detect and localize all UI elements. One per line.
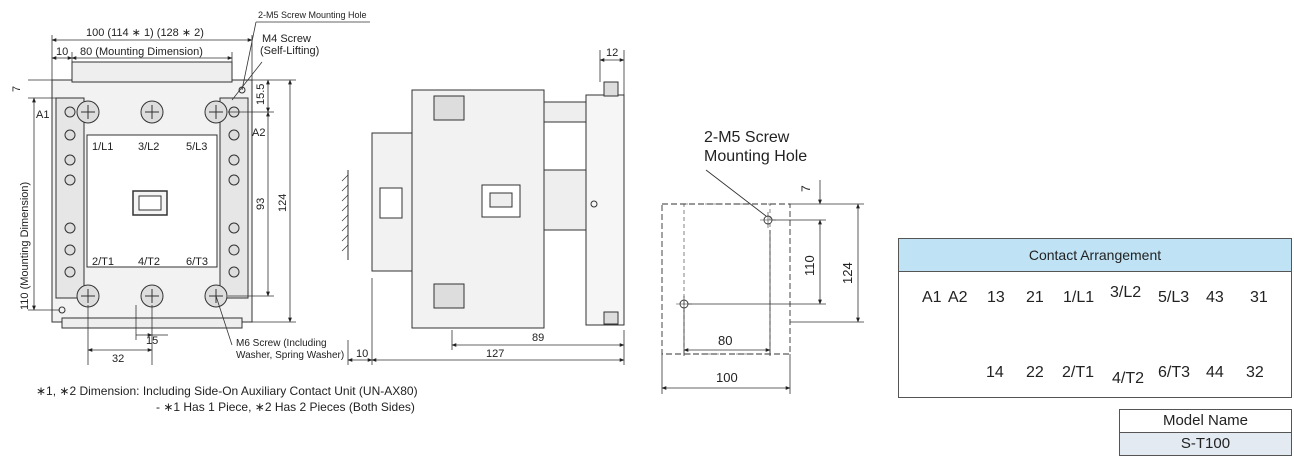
footnote-line1: ∗1, ∗2 Dimension: Including Side-On Auxi… [36, 384, 418, 398]
terminal-top-3: 5/L3 [186, 141, 207, 153]
dim-12: 12 [606, 47, 618, 59]
model-name-label: Model Name [1120, 410, 1291, 433]
contact-bottom-7: 32 [1246, 364, 1264, 381]
side-view-dimensions [347, 50, 625, 365]
dim-left-offset: 10 [56, 46, 68, 58]
contact-bottom-6: 44 [1206, 364, 1224, 381]
contact-arrangement-title: Contact Arrangement [899, 239, 1291, 272]
side-view [341, 81, 625, 329]
note-m4-line1: M4 Screw [262, 33, 311, 45]
front-bottom-screws [76, 284, 228, 308]
terminal-top-2: 3/L2 [138, 141, 159, 153]
contact-bottom-4: 4/T2 [1112, 370, 1144, 387]
terminal-bottom-3: 6/T3 [186, 256, 208, 268]
dim-15-5: 15.5 [255, 84, 267, 105]
contact-top-2: 21 [1026, 289, 1044, 306]
note-m4-line2: (Self-Lifting) [260, 45, 319, 57]
hole-title-line2: Mounting Hole [704, 148, 807, 165]
contact-bottom-3: 2/T1 [1062, 364, 1094, 381]
coil-label-a1: A1 [922, 289, 942, 306]
dim-10: 10 [356, 348, 368, 360]
side-view-labels: 12 10 89 127 [356, 47, 618, 360]
dim-89: 89 [532, 332, 544, 344]
dim-127: 127 [486, 348, 504, 360]
contact-top-5: 5/L3 [1158, 289, 1189, 306]
footnote-line2: - ∗1 Has 1 Piece, ∗2 Has 2 Pieces (Both … [156, 400, 415, 414]
hole-dim-100: 100 [716, 370, 738, 385]
dim-124: 124 [277, 194, 289, 212]
dim-top: 7 [11, 86, 23, 92]
dim-15: 15 [146, 335, 158, 347]
hole-view-labels: 2-M5 Screw Mounting Hole 7 110 124 80 10… [704, 129, 855, 385]
contact-top-3: 1/L1 [1063, 289, 1094, 306]
contact-top-1: 13 [987, 289, 1005, 306]
hole-dim-80: 80 [718, 333, 732, 348]
dim-mounting-height: 110 (Mounting Dimension) [19, 182, 31, 310]
terminal-bottom-1: 2/T1 [92, 256, 114, 268]
contact-arrangement-panel: Contact Arrangement [898, 238, 1292, 398]
model-table: Model Name S-T100 [1119, 409, 1292, 456]
dim-overall-width: 100 (114 ∗ 1) (128 ∗ 2) [86, 27, 204, 39]
label-a2: A2 [252, 127, 265, 139]
terminal-top-1: 1/L1 [92, 141, 113, 153]
dim-93: 93 [255, 198, 267, 210]
terminal-bottom-2: 4/T2 [138, 256, 160, 268]
contact-bottom-2: 22 [1026, 364, 1044, 381]
contact-bottom-1: 14 [986, 364, 1004, 381]
hole-dim-124: 124 [840, 262, 855, 284]
front-view [51, 61, 253, 329]
note-m6-line2: Washer, Spring Washer) [236, 350, 344, 361]
hole-dim-7: 7 [799, 185, 813, 192]
front-aux-screws [64, 106, 240, 278]
dim-mounting-width: 80 (Mounting Dimension) [80, 46, 203, 58]
front-view-labels: 100 (114 ∗ 1) (128 ∗ 2) 10 80 (Mounting … [11, 10, 367, 365]
contact-bottom-5: 6/T3 [1158, 364, 1190, 381]
hole-dim-110: 110 [802, 255, 817, 276]
contact-top-4: 3/L2 [1110, 284, 1141, 301]
dim-32: 32 [112, 353, 124, 365]
label-a1: A1 [36, 109, 49, 121]
model-value: S-T100 [1120, 433, 1291, 455]
contact-top-7: 31 [1250, 289, 1268, 306]
note-m6-line1: M6 Screw (Including [236, 338, 327, 349]
hole-title-line1: 2-M5 Screw [704, 129, 790, 146]
note-mounting-hole: 2-M5 Screw Mounting Hole [258, 10, 367, 20]
front-top-screws [76, 100, 228, 124]
contact-top-6: 43 [1206, 289, 1224, 306]
front-view-dimensions [28, 21, 370, 365]
hole-view-dimensions [661, 180, 864, 394]
coil-label-a2: A2 [948, 289, 968, 306]
